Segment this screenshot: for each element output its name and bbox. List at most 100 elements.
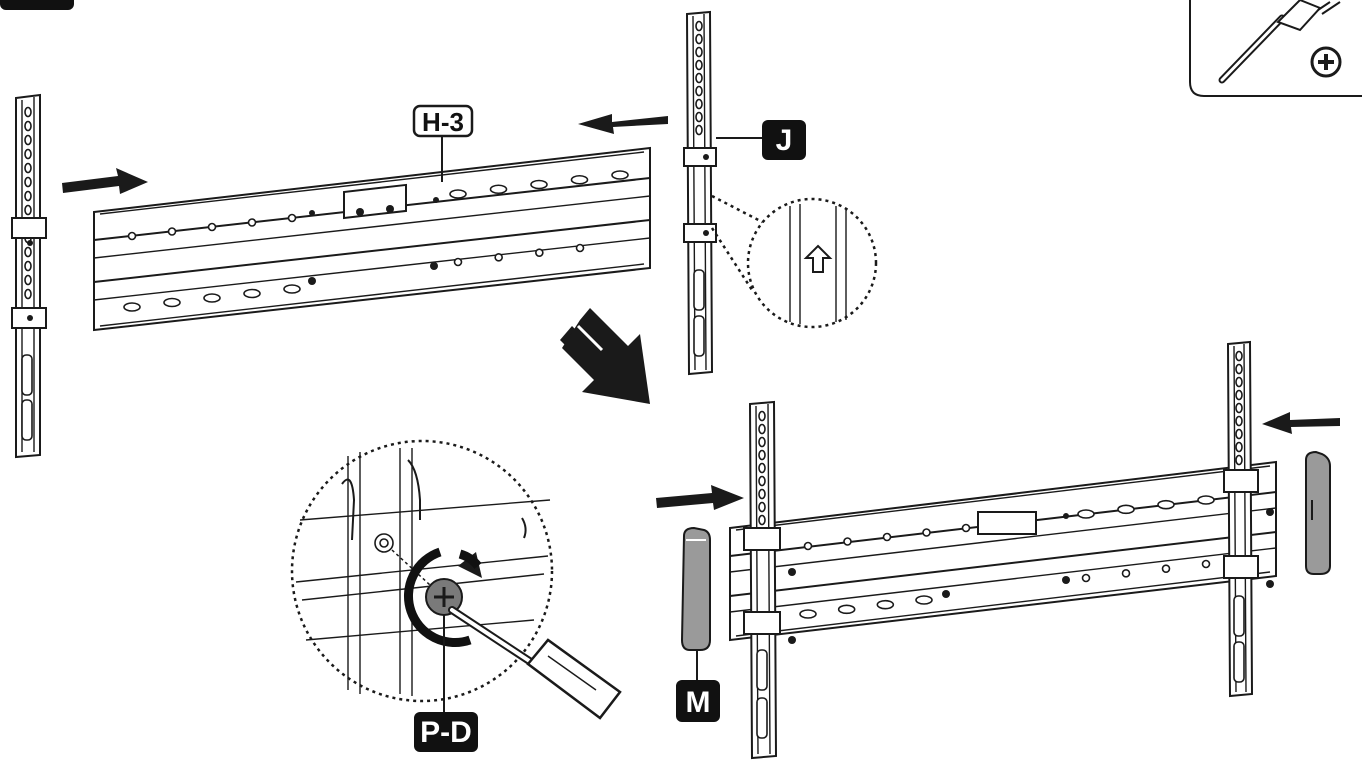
mount-hole: [24, 106, 32, 118]
mount-hole: [1235, 415, 1243, 427]
mount-hole: [758, 423, 766, 435]
mount-slot: [1077, 509, 1095, 519]
left-bracket-lower: [743, 400, 781, 760]
label-box-screw: [414, 712, 478, 752]
mount-hole: [803, 541, 813, 551]
horizontal-rail-lower: [729, 460, 1277, 644]
mount-hole: [695, 98, 703, 110]
mount-hole: [494, 253, 503, 262]
arrow-right-icon: [656, 485, 744, 510]
mount-hole: [695, 59, 703, 71]
mount-hole: [695, 33, 703, 45]
mount-hole: [24, 246, 32, 258]
mount-slot: [530, 179, 548, 190]
end-cap-left: [680, 526, 711, 651]
mount-hole: [24, 204, 32, 216]
up-arrow-icon: [803, 244, 833, 273]
mount-slot: [449, 189, 467, 199]
mount-slot: [611, 170, 629, 180]
mount-slot: [570, 174, 589, 185]
mount-slot: [915, 595, 933, 605]
mount-slot: [243, 288, 261, 299]
mount-hole: [758, 488, 766, 500]
mount-hole: [24, 176, 32, 188]
mount-hole: [24, 162, 32, 174]
mount-hole: [758, 436, 766, 448]
mount-slot: [163, 297, 181, 308]
label-cap: M: [686, 686, 711, 719]
mount-hole: [695, 124, 703, 136]
mount-hole: [24, 134, 32, 146]
arrow-left-icon: [578, 114, 668, 134]
mount-hole: [1235, 428, 1243, 440]
mount-hole: [695, 85, 703, 97]
mount-slot: [1117, 504, 1135, 515]
mount-hole: [1121, 569, 1131, 578]
mount-hole: [1081, 573, 1091, 583]
mount-hole: [961, 523, 971, 533]
mount-hole: [695, 46, 703, 58]
right-bracket-lower: [1223, 340, 1259, 698]
mount-hole: [24, 190, 32, 202]
mount-slot: [1157, 499, 1175, 510]
right-bracket-upper: [683, 10, 717, 376]
mount-hole: [1235, 350, 1243, 362]
phillips-screwdriver-icon: [1218, 0, 1341, 84]
arrow-left-icon: [1262, 412, 1340, 434]
mount-hole: [1235, 363, 1243, 375]
left-bracket-upper: [11, 93, 47, 459]
mount-slot: [799, 609, 817, 619]
mount-hole: [1235, 376, 1243, 388]
mount-hole: [695, 72, 703, 84]
label-box-cap: [676, 680, 720, 722]
label-box-bracket: [762, 120, 806, 160]
mount-slot: [876, 599, 895, 610]
mount-hole: [1201, 559, 1211, 569]
phillips-plus-icon: [1310, 46, 1342, 78]
label-box-rail: [412, 104, 474, 138]
mount-hole: [758, 449, 766, 461]
mount-hole: [167, 227, 177, 236]
mount-slot: [837, 604, 856, 615]
mount-hole: [24, 274, 32, 286]
mount-hole: [1235, 402, 1243, 414]
arrow-right-icon: [62, 168, 148, 194]
step-number-badge: [0, 0, 74, 10]
mount-hole: [695, 111, 703, 123]
mount-hole: [758, 462, 766, 474]
mount-hole: [1235, 454, 1243, 466]
mount-hole: [922, 528, 931, 537]
zoom-detail-screw: [290, 439, 622, 720]
mount-slot: [203, 293, 221, 303]
mount-hole: [1235, 441, 1243, 453]
label-rail: H-3: [422, 107, 464, 137]
mount-hole: [882, 532, 892, 542]
mount-hole: [24, 288, 32, 300]
mount-hole: [287, 213, 297, 223]
label-screw: P-D: [420, 716, 472, 749]
mount-slot: [283, 284, 301, 294]
mount-slot: [123, 302, 141, 312]
mount-hole: [24, 148, 32, 160]
mount-hole: [453, 257, 463, 267]
mount-hole: [24, 260, 32, 272]
end-cap-right: [1305, 450, 1331, 575]
zoom-detail-bracket: [710, 194, 878, 329]
mount-hole: [207, 222, 217, 232]
mount-hole: [758, 501, 766, 513]
mount-hole: [247, 218, 257, 227]
screwdriver-icon: [448, 606, 622, 720]
mount-hole: [758, 514, 766, 526]
mount-slot: [489, 184, 508, 195]
mount-hole: [575, 243, 585, 253]
mount-hole: [843, 537, 852, 546]
mount-slot: [1197, 495, 1215, 505]
mount-hole: [1235, 389, 1243, 401]
mount-hole: [535, 248, 544, 257]
mount-hole: [695, 20, 703, 32]
mount-hole: [24, 120, 32, 132]
horizontal-rail-upper: [93, 146, 651, 332]
tool-box: [1189, 0, 1362, 97]
mount-hole: [758, 410, 766, 422]
